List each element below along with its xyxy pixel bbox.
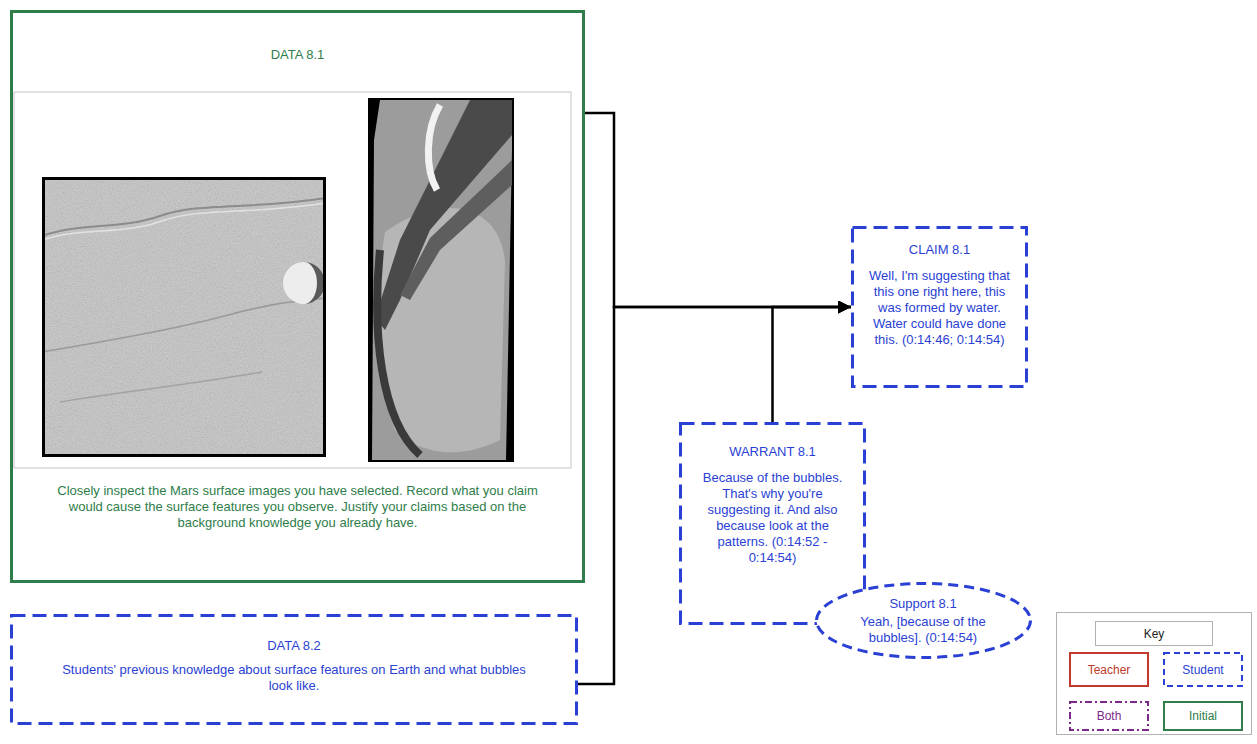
argument-connector: [578, 307, 851, 684]
ridge: [60, 372, 262, 402]
legend-title-box: Key: [1095, 621, 1213, 646]
node-text: Well, I'm suggesting that this one right…: [865, 268, 1014, 348]
node-heading: DATA 8.1: [50, 47, 545, 63]
mars-image-left: [42, 177, 326, 457]
ridge: [42, 198, 326, 236]
legend-swatch: Student: [1163, 652, 1243, 687]
node-text: Students' previous knowledge about surfa…: [50, 662, 538, 694]
box-border: [853, 228, 1027, 387]
image-frame: [14, 92, 571, 468]
ellipse-border: [816, 584, 1030, 658]
crater-shadow: [304, 262, 325, 304]
swatch-border: [1164, 653, 1242, 686]
bright-arc: [428, 105, 440, 190]
crater: [283, 262, 325, 304]
legend-swatch: Both: [1069, 701, 1149, 731]
node-heading: CLAIM 8.1: [865, 242, 1014, 258]
image-border: [44, 179, 325, 456]
box-border: [12, 616, 577, 724]
legend-text: Teacher: [1088, 663, 1131, 677]
warrant-box: WARRANT 8.1Because of the bubbles. That'…: [679, 422, 866, 625]
image-back: [368, 98, 514, 462]
swatch-border: [1070, 702, 1148, 730]
node-text: Closely inspect the Mars surface images …: [50, 483, 545, 531]
channel-band: [400, 160, 512, 300]
terrain-strip: [372, 100, 512, 460]
legend-title: Key: [1144, 627, 1165, 641]
initial-data-box: DATA 8.1Closely inspect the Mars surface…: [10, 10, 585, 583]
node-heading: DATA 8.2: [50, 638, 538, 654]
basin-rim: [377, 250, 420, 455]
argument-connector: [773, 307, 852, 422]
student-data-box: DATA 8.2Students' previous knowledge abo…: [10, 614, 578, 725]
mars-image-right: [368, 98, 514, 462]
box-border: [12, 12, 584, 582]
node-heading: Support 8.1: [849, 596, 997, 612]
box-border: [681, 424, 865, 624]
ellipse-text-holder: Support 8.1Yeah, [because of the bubbles…: [849, 596, 997, 646]
node-heading: WARRANT 8.1: [697, 444, 848, 460]
legend-swatch: Initial: [1163, 701, 1243, 731]
node-text: Yeah, [because of the bubbles]. (0:14:54…: [849, 614, 997, 646]
legend-text: Student: [1182, 663, 1223, 677]
terrain-ground: [42, 177, 326, 457]
legend-text: Initial: [1189, 709, 1217, 723]
ridge: [42, 298, 326, 352]
legend-swatch: Teacher: [1069, 652, 1149, 687]
swatch-border: [1164, 702, 1242, 730]
legend-panel: KeyTeacher StudentBoth Initial: [1056, 612, 1252, 735]
channel-band: [375, 100, 512, 330]
support-ellipse: Support 8.1Yeah, [because of the bubbles…: [815, 582, 1032, 659]
claim-box: CLAIM 8.1Well, I'm suggesting that this …: [851, 226, 1028, 388]
argument-connector: [585, 113, 851, 307]
node-text: Because of the bubbles. That's why you'r…: [697, 470, 848, 566]
ridge-light: [42, 203, 326, 240]
terrain-grain: [42, 177, 326, 457]
swatch-border: [1070, 653, 1148, 686]
legend-text: Both: [1097, 709, 1122, 723]
